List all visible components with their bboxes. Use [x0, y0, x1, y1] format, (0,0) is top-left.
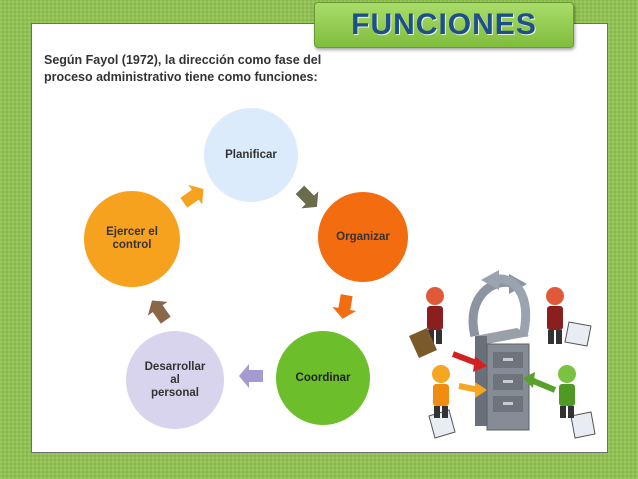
- node-desarrollar-line-2: al: [170, 373, 180, 386]
- node-ejercer-line-2: control: [112, 239, 152, 251]
- node-ejercer-line-1: Ejercer el: [106, 226, 158, 238]
- title-banner: FUNCIONES: [314, 2, 574, 48]
- intro-text: Según Fayol (1972), la dirección como fa…: [44, 52, 384, 86]
- arrow-coord-to-des: [239, 364, 263, 388]
- node-desarrollar: Desarrollar al personal: [126, 331, 224, 429]
- node-desarrollar-label: Desarrollar al personal: [145, 361, 206, 400]
- arrow-des-to-ejer: [147, 300, 171, 324]
- intro-line-1: Según Fayol (1972), la dirección como fa…: [44, 53, 322, 67]
- node-ejercer: Ejercer el control: [84, 191, 180, 287]
- node-organizar: Organizar: [318, 192, 408, 282]
- arrow-ejer-to-plan: [180, 184, 204, 208]
- node-desarrollar-line-3: personal: [151, 386, 199, 399]
- arrow-plan-to-org: [295, 185, 319, 209]
- node-coordinar: Coordinar: [276, 331, 370, 425]
- slide-title: FUNCIONES: [351, 8, 537, 41]
- node-coordinar-label: Coordinar: [295, 371, 351, 384]
- node-planificar: Planificar: [204, 108, 298, 202]
- node-planificar-label: Planificar: [225, 148, 277, 161]
- node-desarrollar-line-1: Desarrollar: [144, 360, 206, 373]
- intro-line-2: proceso administrativo tiene como funcio…: [44, 70, 318, 84]
- node-organizar-label: Organizar: [336, 230, 390, 243]
- node-ejercer-label: Ejercer el control: [106, 226, 158, 252]
- arrow-org-to-coord: [332, 294, 357, 319]
- people-exchanging-documents-icon: [409, 270, 596, 439]
